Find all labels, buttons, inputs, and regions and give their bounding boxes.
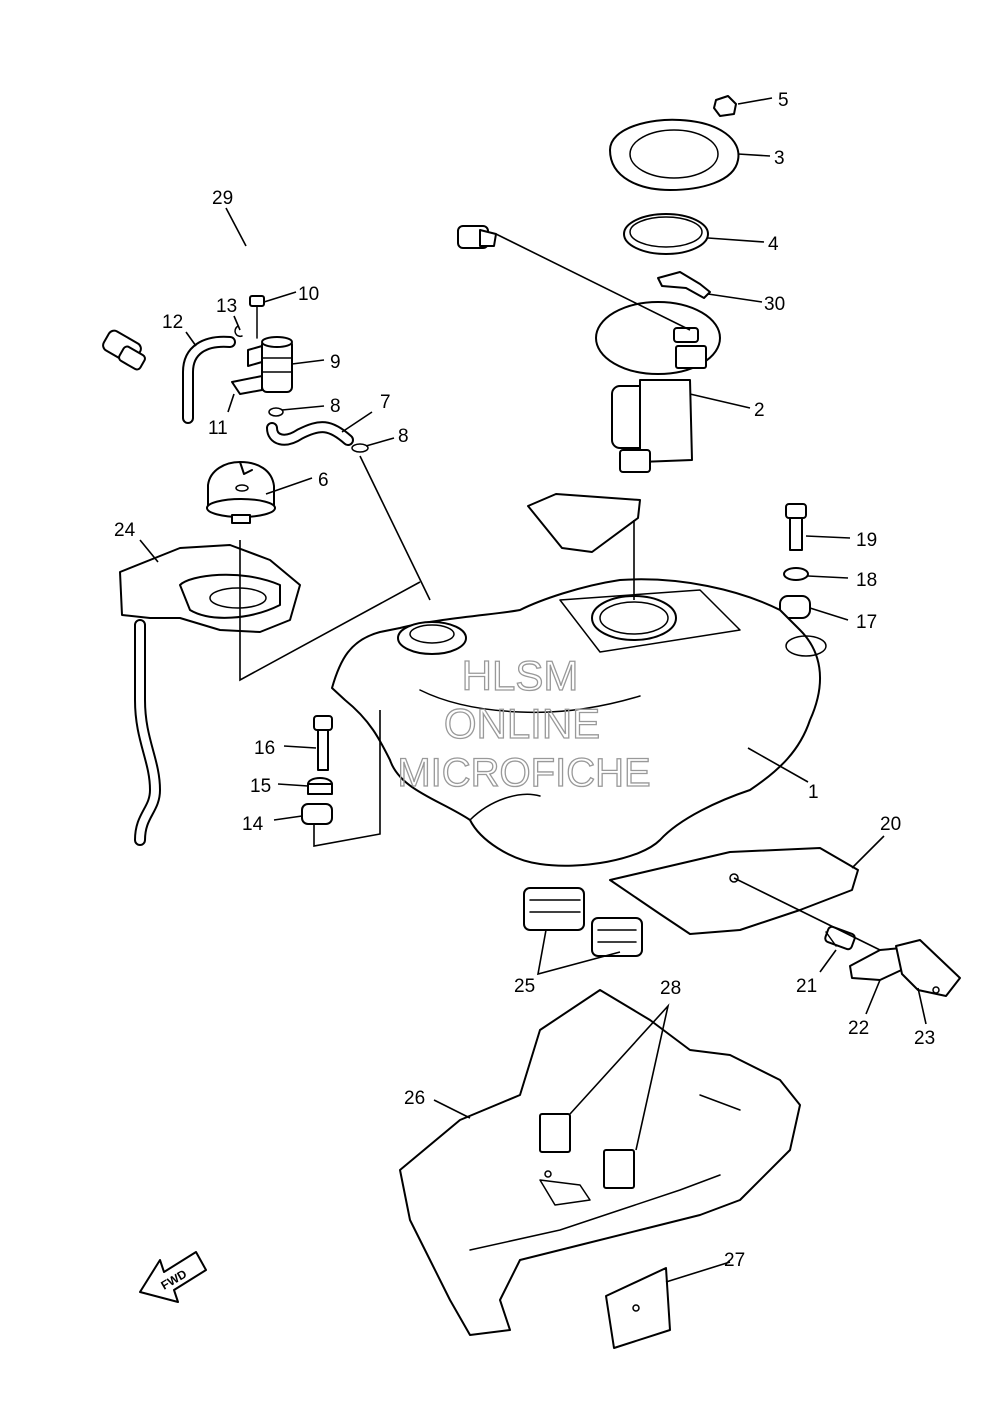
callout-20: 20	[880, 814, 901, 835]
hose-12	[182, 335, 236, 424]
assembly-lines	[239, 233, 881, 951]
clamp-8-upper	[268, 407, 284, 417]
callout-25: 25	[514, 976, 535, 997]
callout-24: 24	[114, 520, 136, 541]
pump-flange-3	[609, 118, 740, 191]
callout-8-upper: 8	[330, 396, 341, 417]
under-cover-26	[399, 989, 801, 1336]
filler-tray-24	[119, 544, 301, 846]
washer-18	[783, 567, 809, 581]
bolt-19	[785, 503, 807, 551]
bracket-23	[895, 939, 961, 997]
bolt-10	[249, 295, 265, 339]
callout-13: 13	[216, 296, 237, 317]
damper-25a	[523, 887, 585, 931]
hose-7	[266, 421, 354, 446]
callout-10: 10	[298, 284, 319, 305]
gasket-4	[623, 213, 709, 255]
callout-5: 5	[778, 90, 789, 111]
damper-25b	[591, 917, 643, 957]
pad-27	[605, 1267, 671, 1349]
callout-23: 23	[914, 1028, 935, 1049]
callout-27: 27	[724, 1250, 745, 1271]
vent-hose-29	[102, 225, 497, 371]
callout-17: 17	[856, 612, 877, 633]
valve-assembly-9	[231, 336, 293, 395]
clip-13	[234, 325, 243, 338]
callout-15: 15	[250, 776, 271, 797]
callout-3: 3	[774, 148, 785, 169]
watermark: HLSM ONLINE MICROFICHE	[397, 651, 652, 795]
callout-leaders	[139, 97, 927, 1283]
cover-20	[609, 847, 859, 935]
callout-26: 26	[404, 1088, 425, 1109]
callout-2: 2	[754, 400, 765, 421]
callout-30: 30	[764, 294, 785, 315]
callout-29: 29	[212, 188, 233, 209]
callout-12: 12	[162, 312, 183, 333]
callout-21: 21	[796, 976, 817, 997]
watermark-line2: ONLINE	[444, 700, 600, 747]
fuel-pump-2	[527, 301, 721, 553]
screw-21	[824, 925, 856, 951]
fuel-cap-6	[206, 461, 276, 524]
watermark-line3: MICROFICHE	[397, 751, 650, 795]
callout-8-lower: 8	[398, 426, 409, 447]
pad-28a	[539, 1113, 571, 1153]
watermark-line1: HLSM	[462, 652, 579, 699]
damper-14	[301, 803, 333, 825]
callout-9: 9	[330, 352, 341, 373]
callout-6: 6	[318, 470, 329, 491]
pad-28b	[603, 1149, 635, 1189]
callout-18: 18	[856, 570, 877, 591]
callout-7: 7	[380, 392, 391, 413]
callout-19: 19	[856, 530, 877, 551]
callout-4: 4	[768, 234, 779, 255]
callout-1: 1	[808, 782, 819, 803]
callout-labels: 5 3 4 30 2 29 10 13 12 9 11 8 7 8 6 24 1…	[114, 90, 935, 1271]
clip-30	[657, 271, 711, 299]
callout-22: 22	[848, 1018, 869, 1039]
clamp-8-lower	[351, 443, 369, 453]
collar-15	[307, 777, 333, 795]
callout-16: 16	[254, 738, 275, 759]
callout-11: 11	[208, 418, 228, 439]
fwd-arrow-icon: FWD	[139, 1251, 207, 1303]
callout-28: 28	[660, 978, 681, 999]
nut-5	[713, 95, 737, 117]
bolt-16	[313, 715, 333, 771]
fuel-tank-1	[331, 578, 827, 867]
callout-14: 14	[242, 814, 264, 835]
damper-17	[779, 595, 811, 619]
